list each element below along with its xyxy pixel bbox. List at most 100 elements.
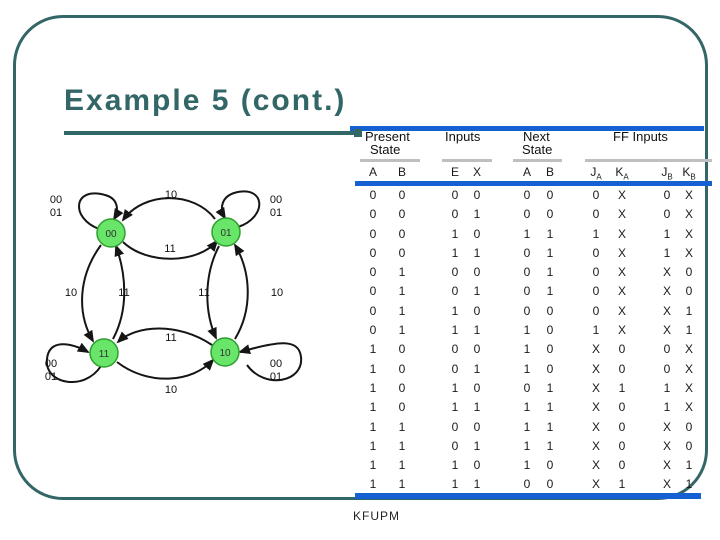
- page-title: Example 5 (cont.): [64, 84, 347, 117]
- group-header-line: FF Inputs: [613, 129, 668, 144]
- group-header-line: Present: [365, 129, 410, 144]
- table-cell: 0: [451, 188, 459, 202]
- table-cell: X: [684, 361, 693, 376]
- table-cell: 1: [398, 323, 406, 338]
- table-cell: 1: [473, 207, 481, 222]
- table-cell: 1: [523, 458, 531, 473]
- table-cell: 0: [592, 265, 600, 280]
- table-cell: 1: [473, 361, 481, 376]
- table-cell: 1: [523, 323, 531, 338]
- col-header-KA-7: KA: [615, 165, 629, 182]
- table-cell: 1: [592, 226, 600, 241]
- table-cell: 1: [546, 400, 554, 415]
- table-cell: 0: [369, 265, 377, 280]
- table-cell: 0: [398, 207, 406, 222]
- table-cell: 0: [592, 207, 600, 222]
- table-cell: X: [684, 380, 693, 395]
- table-cell: 0: [369, 226, 377, 241]
- transition-arrow-01-00: [121, 197, 216, 222]
- group-divider: [360, 159, 420, 162]
- col-header-JA-6: JA: [590, 165, 602, 182]
- table-cell: 0: [398, 226, 406, 241]
- transition-label: 11: [165, 332, 176, 344]
- transition-arrow-00-11: [81, 244, 102, 343]
- table-cell: 0: [473, 380, 481, 395]
- table-cell: 1: [451, 323, 459, 338]
- table-cell: 0: [592, 188, 600, 202]
- self-loop-label: 01: [50, 207, 62, 219]
- transition-arrow-01-10: [206, 245, 220, 340]
- table-cell: 1: [618, 380, 626, 395]
- table-cell: 1: [523, 226, 531, 241]
- table-cell: 0: [663, 207, 671, 222]
- state-node-11: [89, 338, 119, 368]
- self-loop-arrow-10: [238, 342, 303, 382]
- table-cell: 0: [592, 245, 600, 260]
- group-divider: [442, 159, 492, 162]
- table-cell: 0: [473, 458, 481, 473]
- table-cell: 1: [546, 380, 554, 395]
- table-cell: 1: [451, 303, 459, 318]
- table-cell: 1: [369, 361, 377, 376]
- table-cell: X: [591, 400, 600, 415]
- table-cell: 1: [546, 284, 554, 299]
- table-cell: 1: [451, 458, 459, 473]
- table-cell: 0: [451, 284, 459, 299]
- table-cell: 0: [685, 419, 693, 434]
- table-cell: 0: [546, 188, 554, 202]
- table-cell: X: [591, 438, 600, 453]
- table-cell: 0: [398, 380, 406, 395]
- table-cell: 0: [369, 303, 377, 318]
- table-cell: 1: [523, 419, 531, 434]
- table-cell: 0: [369, 323, 377, 338]
- table-cell: 0: [398, 400, 406, 415]
- table-cell: 1: [398, 265, 406, 280]
- table-cell: 1: [473, 245, 481, 260]
- table-cell: X: [591, 477, 600, 492]
- self-loop-label: 00: [270, 358, 282, 370]
- group-header-line: Inputs: [445, 129, 481, 144]
- table-cell: X: [617, 245, 626, 260]
- table-cell: X: [662, 303, 671, 318]
- table-cell: 1: [369, 458, 377, 473]
- table-cell: 1: [398, 438, 406, 453]
- table-cell: 0: [451, 438, 459, 453]
- table-cell: X: [662, 323, 671, 338]
- table-cell: 0: [523, 265, 531, 280]
- table-cell: X: [617, 303, 626, 318]
- col-header-A-0: A: [368, 165, 377, 179]
- table-cell: 1: [523, 361, 531, 376]
- table-cell: 0: [473, 342, 481, 357]
- table-cell: 0: [398, 361, 406, 376]
- table-cell: 0: [369, 188, 377, 202]
- table-cell: 1: [592, 323, 600, 338]
- table-cell: 1: [473, 477, 481, 492]
- table-cell: 0: [618, 458, 626, 473]
- transition-arrow-00-01: [122, 239, 219, 260]
- transition-arrow-11-00: [112, 244, 126, 340]
- col-header-KB-9: KB: [682, 165, 696, 182]
- table-cell: 1: [398, 419, 406, 434]
- table-cell: 1: [398, 477, 406, 492]
- table-cell: X: [684, 245, 693, 260]
- transition-arrow-10-01: [233, 243, 249, 340]
- table-cell: 0: [369, 207, 377, 222]
- transition-arrow-11-10: [116, 358, 215, 380]
- title-underline-blue: [350, 126, 704, 131]
- table-cell: 0: [473, 188, 481, 202]
- table-cell: 0: [592, 303, 600, 318]
